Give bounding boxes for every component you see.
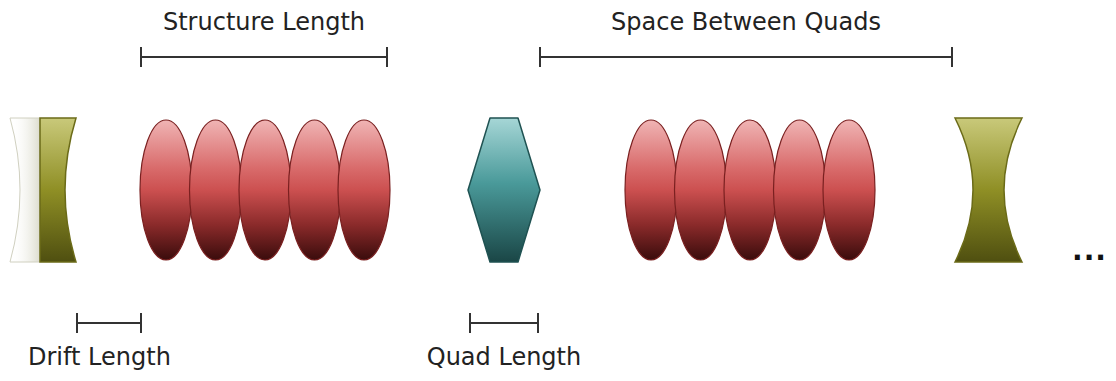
- quad-spacing-bracket: [540, 47, 952, 67]
- cavity-cell: [625, 120, 677, 260]
- dimension-label: Drift Length: [28, 342, 171, 372]
- cavity-cell: [675, 120, 727, 260]
- accelerating-structure: [625, 120, 875, 260]
- defocusing-quad: [10, 118, 76, 262]
- quad-length-bracket: [470, 313, 538, 333]
- dimension-label: Space Between Quads: [611, 7, 881, 37]
- cavity-cell: [338, 120, 390, 260]
- quad-body: [40, 118, 76, 262]
- dimension-label: Structure Length: [163, 7, 365, 37]
- structure-length-bracket: [141, 47, 387, 67]
- cavity-cell: [140, 120, 192, 260]
- cavity-cell: [823, 120, 875, 260]
- cavity-cell: [724, 120, 776, 260]
- cavity-cell: [190, 120, 242, 260]
- continuation-mark: ...: [1072, 236, 1107, 266]
- dimension-brackets: [77, 47, 952, 333]
- cavity-cell: [289, 120, 341, 260]
- cavity-cell: [774, 120, 826, 260]
- accelerating-structure: [140, 120, 390, 260]
- quad-ghost: [10, 118, 40, 262]
- focusing-quad: [468, 118, 540, 262]
- defocusing-quad: [955, 118, 1022, 262]
- dimension-label: Quad Length: [427, 342, 581, 372]
- cavity-cell: [239, 120, 291, 260]
- drift-length-bracket: [77, 313, 141, 333]
